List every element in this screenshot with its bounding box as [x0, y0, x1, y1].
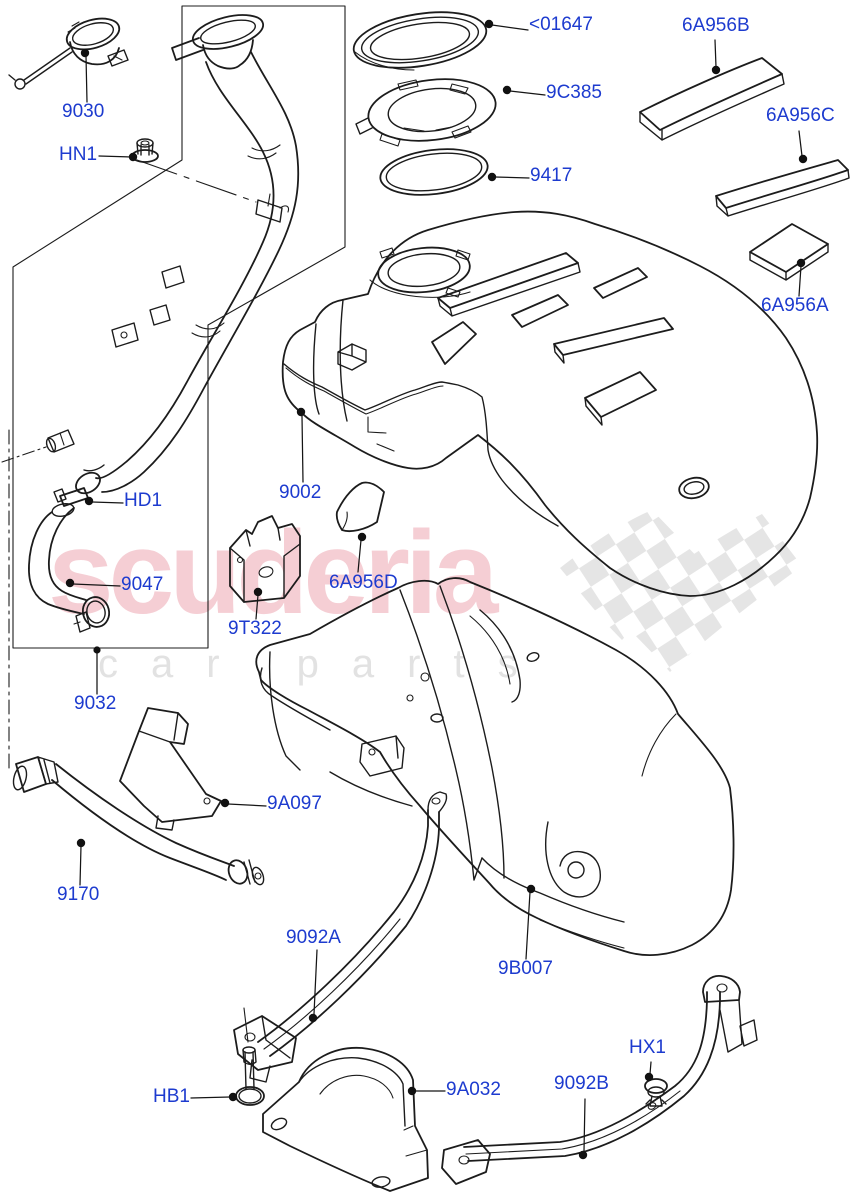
- foam-pad-d-drawing: [335, 481, 385, 533]
- vent-hose-drawing: [12, 756, 265, 886]
- fuel-tank-drawing: [281, 210, 819, 597]
- tank-strap-front-drawing: [233, 791, 448, 1083]
- push-clip-drawing: [644, 1078, 668, 1107]
- foam-pad-b-drawing: [639, 57, 785, 141]
- fuel-cap-drawing: [8, 17, 129, 90]
- part-label-01647: <01647: [529, 14, 593, 35]
- watermark-brand-text: scuderia: [48, 507, 498, 639]
- evap-bracket-drawing: [229, 515, 301, 603]
- tank-strap-rear-drawing: [441, 975, 758, 1185]
- leader-lines: [72, 24, 803, 1152]
- part-label-9030: 9030: [62, 101, 105, 122]
- seal-ring-drawing: [379, 148, 489, 196]
- filler-pipe-drawing: [45, 14, 300, 495]
- part-label-9a032: 9A032: [446, 1079, 501, 1100]
- foam-pad-a-drawing: [749, 223, 829, 281]
- tank-guard-drawing: [255, 577, 735, 956]
- part-label-hn1: HN1: [59, 144, 98, 165]
- part-label-hx1: HX1: [629, 1037, 666, 1058]
- part-label-6a956c: 6A956C: [766, 105, 835, 126]
- part-label-9002: 9002: [279, 482, 322, 503]
- tunnel-shield-drawing: [262, 1046, 429, 1192]
- lock-ring-drawing: [355, 78, 497, 147]
- watermark-subtext: car parts: [98, 642, 551, 686]
- part-label-9170: 9170: [57, 884, 100, 905]
- locking-ring-cover-drawing: [352, 11, 488, 71]
- filler-hose-drawing: [28, 503, 111, 633]
- part-label-9c385: 9C385: [546, 82, 602, 103]
- part-label-9092a: 9092A: [286, 927, 341, 948]
- part-label-9032: 9032: [74, 693, 117, 714]
- callout-dots: [65, 19, 808, 1160]
- part-label-6a956b: 6A956B: [682, 15, 750, 36]
- part-label-9092b: 9092B: [554, 1073, 609, 1094]
- detail-box: [1, 5, 346, 773]
- part-label-9b007: 9B007: [498, 958, 553, 979]
- part-label-hb1: HB1: [153, 1086, 190, 1107]
- part-label-9047: 9047: [121, 574, 164, 595]
- mounting-bolt-drawing: [235, 1046, 265, 1106]
- part-label-6a956a: 6A956A: [761, 295, 829, 316]
- heat-shield-drawing: [119, 707, 222, 831]
- part-label-hd1: HD1: [124, 490, 163, 511]
- part-label-9t322: 9T322: [228, 618, 282, 639]
- foam-pad-c-drawing: [715, 159, 850, 217]
- part-label-6a956d: 6A956D: [329, 572, 398, 593]
- part-label-9417: 9417: [530, 165, 573, 186]
- hose-clamp-drawing: [53, 487, 89, 507]
- part-label-9a097: 9A097: [267, 793, 322, 814]
